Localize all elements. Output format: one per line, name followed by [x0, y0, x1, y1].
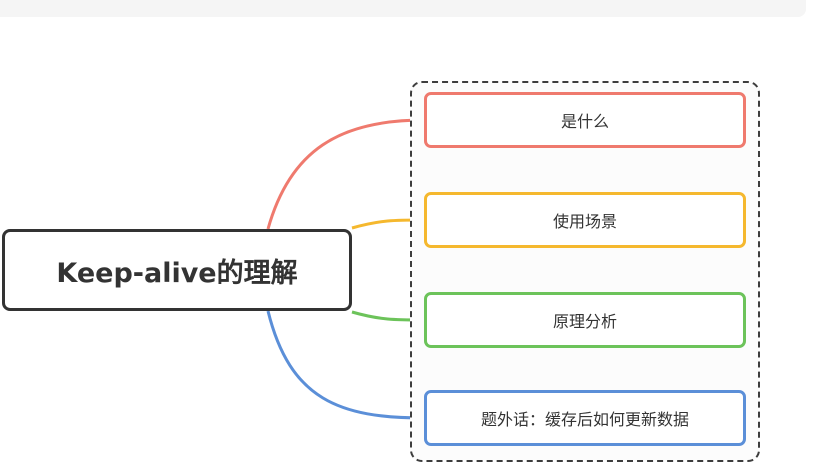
connector-aside [266, 310, 425, 420]
top-toolbar-strip [0, 0, 806, 17]
child-node-aside[interactable]: 题外话：缓存后如何更新数据 [424, 390, 746, 446]
child-node-use-cases[interactable]: 使用场景 [424, 192, 746, 248]
child-node-what-is[interactable]: 是什么 [424, 92, 746, 148]
child-node-principle[interactable]: 原理分析 [424, 292, 746, 348]
connector-what-is [266, 118, 425, 230]
root-node-keepalive[interactable]: Keep-alive的理解 [2, 229, 352, 311]
